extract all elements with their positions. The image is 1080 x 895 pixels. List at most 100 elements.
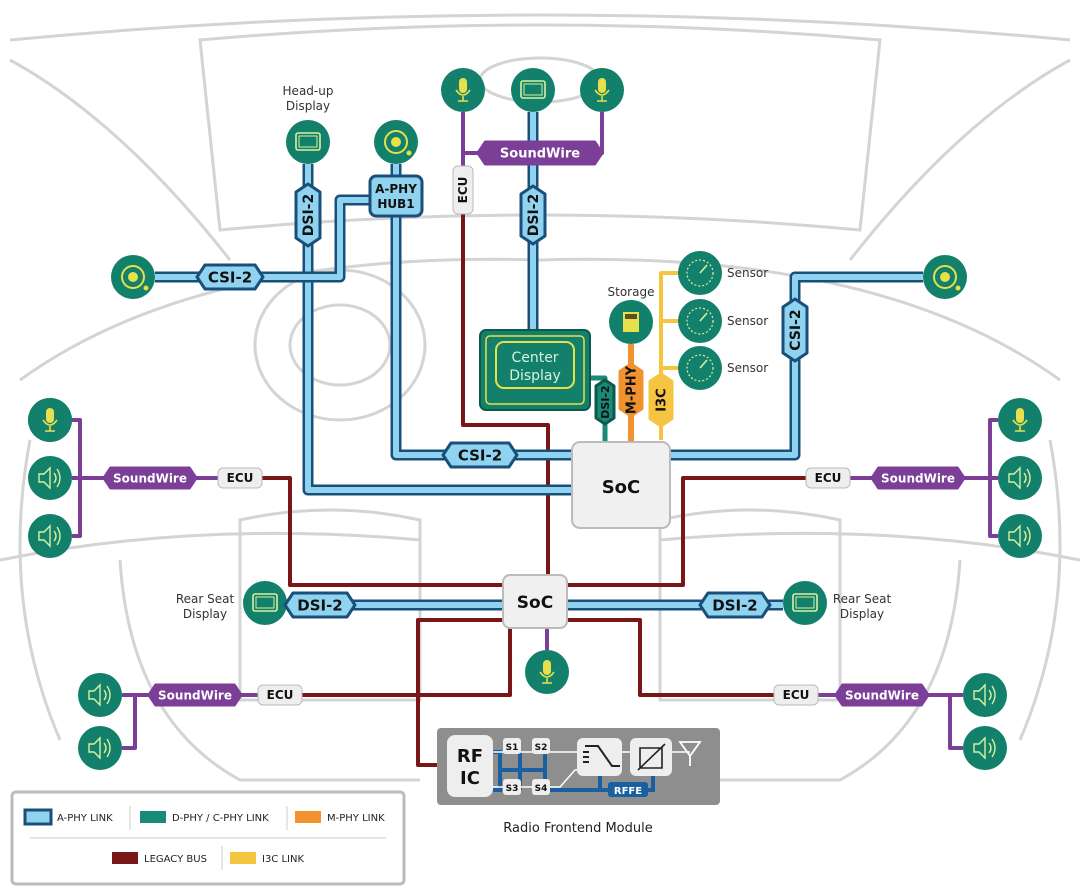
display-frame [792,593,818,612]
ecu-box-shape [773,684,819,706]
speaker-icon [973,683,996,707]
soc-main-label: SoC [602,477,641,498]
dsi2-label-rear-left-shape [283,591,357,619]
antenna-icon [678,741,702,766]
sensor-node [678,299,722,343]
legend-swatch-i3c [230,852,256,864]
lens-inner [128,272,138,282]
legacy-bus-rf [416,618,505,767]
camera-icon [933,265,961,291]
legacy-bus-right-ecu [565,476,806,587]
speaker-cone [973,683,986,707]
lens-inner [391,137,401,147]
ecu-label: ECU [456,177,470,204]
speaker-icon [1008,524,1031,548]
soc-rear-box [502,574,568,629]
camera-led [143,285,149,291]
switch-label-2: S2 [535,743,548,753]
soundwire-label-top-shape [476,140,604,166]
speaker-icon [38,466,61,490]
head-up-display-label-line1: Head-up [283,84,334,98]
speaker-node [28,456,72,500]
display-screen [795,596,815,609]
legend-label-i3c: I3C LINK [262,854,304,865]
legend-label-aphy: A-PHY LINK [57,813,113,824]
speaker-node [963,673,1007,717]
microphone-node [525,650,569,694]
aphy-hub-line2: HUB1 [377,197,414,211]
camera-led [955,285,961,291]
microphone-icon [594,78,610,102]
camera-icon [384,130,412,156]
rf-ic-line2: IC [460,768,480,789]
speaker-node [78,673,122,717]
soc-main-box [571,441,671,529]
ecu-box: ECU [452,165,474,215]
sensor-gauge-icon [686,259,714,287]
switch-box-2 [532,738,550,754]
speaker-cone [88,683,101,707]
legend-label-dphy: D-PHY / C-PHY LINK [172,813,269,824]
soc-rear-label: SoC [517,593,553,613]
soundwire-label-right: SoundWire [870,466,966,490]
rear-seat-display-right-label-line2: Display [840,607,884,621]
display-frame [520,80,546,99]
mic-capsule [459,78,467,93]
display-frame [252,593,278,612]
rear-seat-display-right-label-line1: Rear Seat [833,592,892,606]
switch-box-3 [503,779,521,795]
speaker-waves [988,685,996,705]
legacy-bus-rear-right-ecu [565,618,774,697]
soundwire-label-rear-right-shape [834,683,930,707]
speaker-cone [1008,466,1021,490]
aphy-hub-box [368,174,424,218]
display-screen [255,596,275,609]
csi2-label-left-shape [195,263,265,291]
csi2-label-right: CSI-2 [781,297,809,363]
switch-box-4 [532,779,550,795]
ecu-label: ECU [815,471,842,485]
legend-swatch-mphy [295,811,321,823]
speaker-icon [88,683,111,707]
lens-outer [121,265,145,289]
microphone-node [998,398,1042,442]
mic-capsule [1016,408,1024,423]
gauge-needle [699,312,708,322]
ecu-label: ECU [783,688,810,702]
dsi2-label-rear-right: DSI-2 [698,591,772,619]
csi2-label-left: CSI-2 [195,263,265,291]
legend-swatch-legacy [112,852,138,864]
dphy-label: DSI-2 [594,378,616,426]
rf-ic-line1: RF [457,746,483,767]
sensor-gauge-icon [686,354,714,382]
dsi2-label-rear-right-text: DSI-2 [712,596,758,614]
rf-ic-box [447,735,493,797]
speaker-node [998,456,1042,500]
microphone-icon [42,408,58,432]
rffe-label-box [608,782,648,797]
soundwire-label-top: SoundWire [476,140,604,166]
ecu-box: ECU [773,684,819,706]
display-screen [298,135,318,148]
soc-rear: SoC [502,574,568,629]
mic-capsule [46,408,54,423]
legend-swatch-aphy [23,808,53,826]
microphone-node [28,398,72,442]
rear-seat-display-left-label-line2: Display [183,607,227,621]
gauge-dial [686,307,714,335]
csi2-label-hub-shape [441,441,519,469]
speaker-waves [103,738,111,758]
speaker-cone [973,736,986,760]
speaker-node [963,726,1007,770]
switch-label-3: S3 [506,784,519,794]
display-node [286,120,330,164]
mic-stand [594,89,610,102]
soundwire-label-rear-left-shape [147,683,243,707]
csi2-label-right-shape [781,297,809,363]
gauge-dial [686,259,714,287]
speaker-waves [1023,468,1031,488]
csi2-label-hub: CSI-2 [441,441,519,469]
sensor-label-1: Sensor [727,266,768,280]
display-icon [252,593,278,612]
